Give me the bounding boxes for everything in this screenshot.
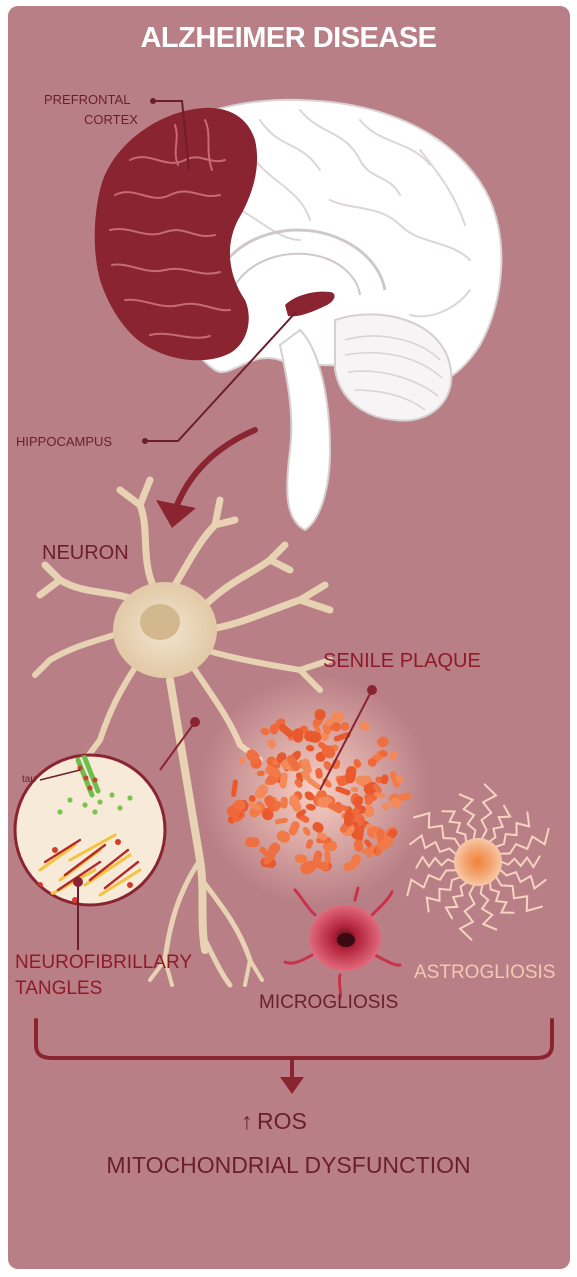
up-arrow-icon: ↑ xyxy=(241,1108,253,1134)
astrocyte-process xyxy=(481,886,497,930)
label-microgliosis: MICROGLIOSIS xyxy=(259,992,398,1014)
label-prefrontal-line2: CORTEX xyxy=(84,110,138,130)
astrocyte-process xyxy=(442,811,466,841)
label-mitochondrial-dysfunction: MITOCHONDRIAL DYSFUNCTION xyxy=(0,1152,577,1179)
astrocyte-process xyxy=(490,883,514,913)
senile-plaque xyxy=(200,675,430,905)
astrocyte-process xyxy=(502,856,540,867)
plaque-particle xyxy=(293,728,304,743)
label-astrogliosis: ASTROGLIOSIS xyxy=(414,962,555,984)
astrocyte-process xyxy=(460,794,476,838)
astrocyte-process xyxy=(446,883,466,919)
plaque-particle xyxy=(317,790,327,798)
astrocyte-process xyxy=(501,829,549,854)
down-arrow-to-neuron xyxy=(156,430,255,528)
neuron-nucleus xyxy=(140,604,180,640)
label-tau: tau xyxy=(22,774,36,785)
label-senile-plaque: SENILE PLAQUE xyxy=(323,650,481,673)
bracket-arrowhead xyxy=(280,1077,304,1094)
plaque-particle xyxy=(280,797,288,809)
plaque-particle xyxy=(344,811,354,827)
astrocyte-process xyxy=(490,806,510,842)
astrocyte-process xyxy=(416,857,454,868)
plaque-particle xyxy=(245,837,260,847)
microglia-cell xyxy=(285,888,400,998)
label-ros: ROS xyxy=(257,1108,307,1134)
summary-bracket xyxy=(36,1020,552,1080)
figure-title: ALZHEIMER DISEASE xyxy=(0,22,577,55)
brain xyxy=(95,100,502,530)
label-hippocampus: HIPPOCAMPUS xyxy=(16,432,112,452)
label-neuron: NEURON xyxy=(42,542,129,565)
label-neurofibrillary-line1: NEUROFIBRILLARY xyxy=(15,952,192,974)
ros-line: ↑ ROS xyxy=(241,1108,307,1135)
label-prefrontal-line1: PREFRONTAL xyxy=(44,90,130,110)
label-neurofibrillary-line2: TANGLES xyxy=(15,978,102,1000)
astrocyte-process xyxy=(407,870,455,895)
astrocyte-process xyxy=(496,877,542,911)
